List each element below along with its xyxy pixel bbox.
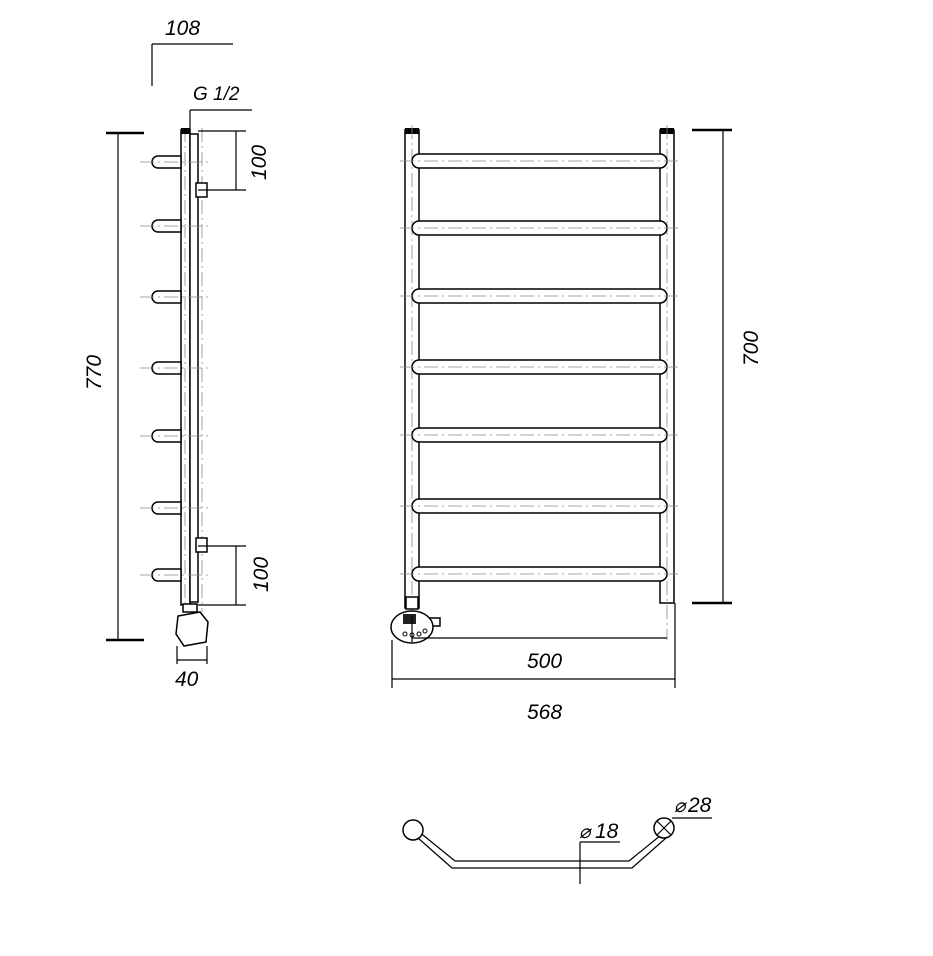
side-rung-stubs — [140, 155, 210, 582]
pipe-diameter-symbol: ⌀ — [674, 796, 687, 817]
top-view: ⌀ 28 ⌀ 18 — [402, 794, 712, 884]
side-view: 108 G 1/2 770 — [83, 17, 273, 691]
top-spacing-label: 100 — [248, 145, 271, 180]
tube-diameter-symbol: ⌀ — [579, 822, 592, 843]
heating-element-controller — [390, 596, 441, 644]
tube-diameter-label: 18 — [595, 820, 619, 843]
thread-label: G 1/2 — [193, 84, 240, 105]
depth-label: 108 — [165, 17, 200, 40]
front-rungs — [400, 153, 680, 582]
pipe-diameter-label: 28 — [687, 794, 712, 817]
center-width-label: 500 — [527, 650, 562, 673]
total-width-label: 568 — [527, 701, 562, 724]
front-view: 700 500 568 — [390, 125, 763, 724]
total-height-label: 770 — [83, 355, 106, 390]
rail-height-label: 700 — [740, 331, 763, 366]
bottom-spacing-label: 100 — [250, 557, 273, 592]
element-depth-label: 40 — [175, 668, 199, 691]
